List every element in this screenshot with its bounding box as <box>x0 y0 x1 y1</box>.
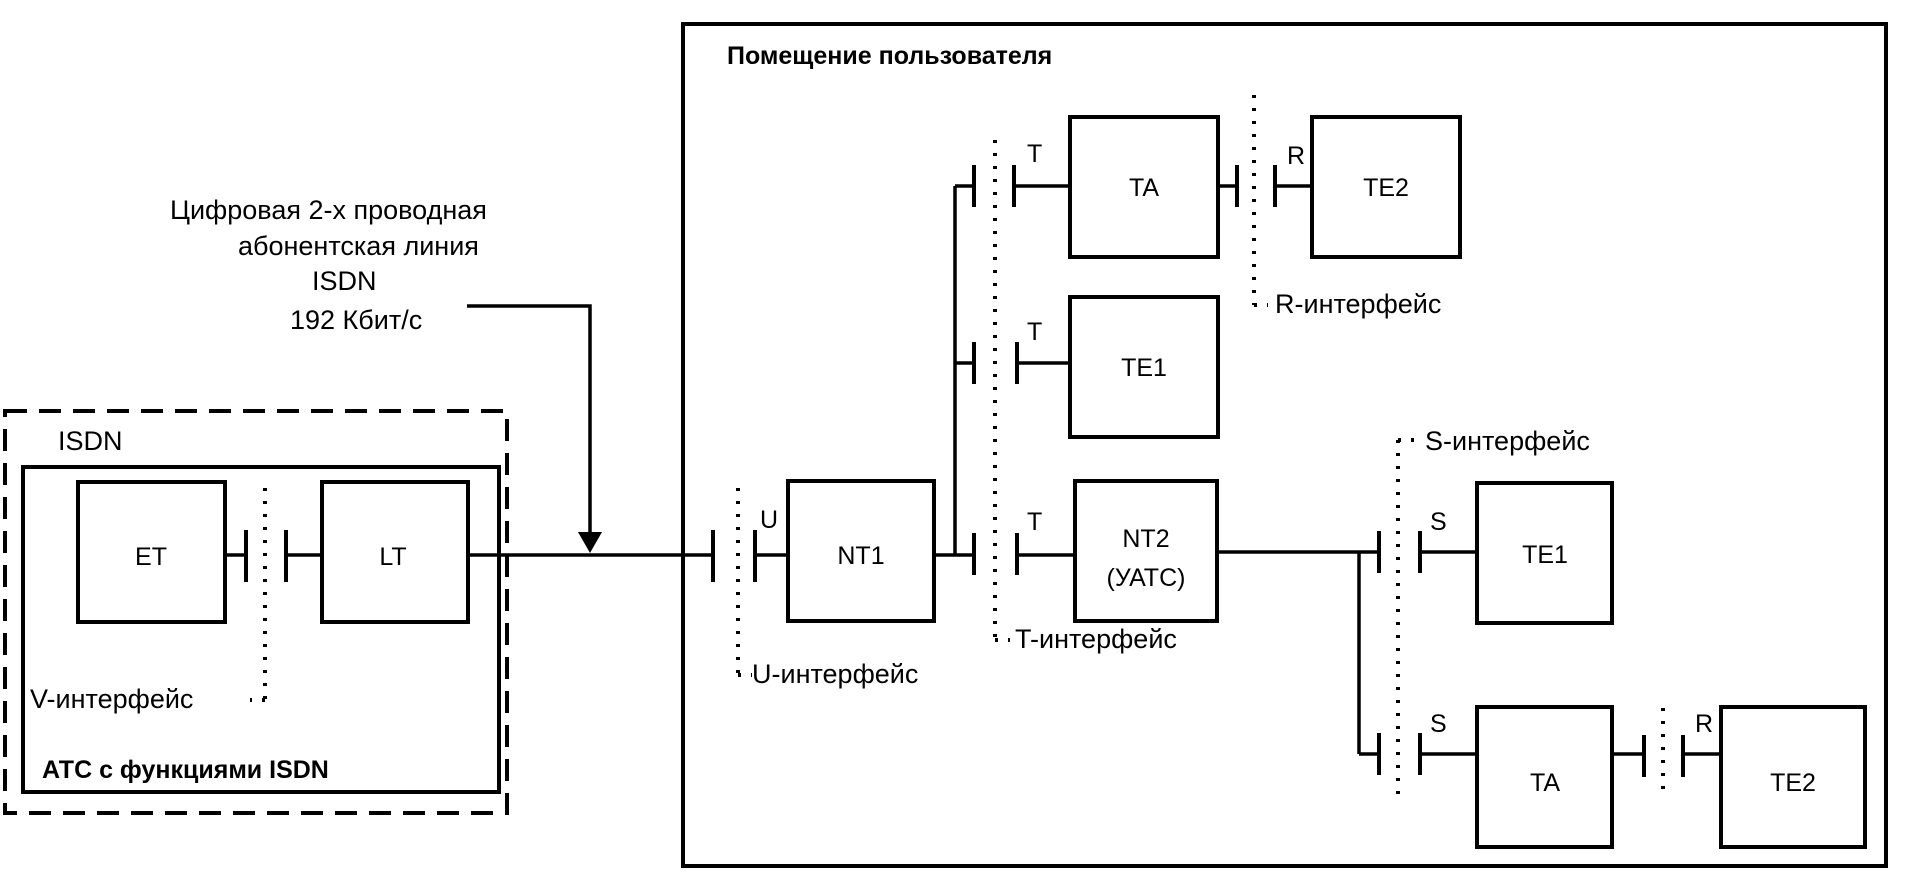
s-point-label-te1: S <box>1430 508 1447 536</box>
annotation-line-3: ISDN <box>312 266 377 296</box>
u-interface-label: U-интерфейс <box>752 659 918 689</box>
lt-block <box>320 480 470 624</box>
s-interface-label: S-интерфейс <box>1425 426 1590 456</box>
et-block <box>76 480 227 624</box>
te2-bottom-label: TE2 <box>1770 769 1816 797</box>
ta-top-label: TA <box>1129 174 1159 202</box>
ta-top-block <box>1068 115 1220 259</box>
nt2-block <box>1073 479 1219 623</box>
user-premises-title: Помещение пользователя <box>727 42 1052 70</box>
ta-bottom-block <box>1475 705 1614 849</box>
ta-bottom-label: TA <box>1530 769 1560 797</box>
t-point-label-mid: T <box>1027 318 1042 346</box>
te1-mid-label: TE1 <box>1121 354 1167 382</box>
r-interface-label: R-интерфейс <box>1275 289 1441 319</box>
te1-mid-block <box>1068 295 1220 439</box>
annotation-line-4: 192 Кбит/с <box>290 305 422 335</box>
exchange-frame <box>21 465 501 794</box>
r-point-label-top: R <box>1287 142 1305 170</box>
nt2-label: NT2 <box>1122 525 1169 553</box>
r-point-label-bottom: R <box>1695 710 1713 738</box>
annotation-line-1: Цифровая 2-х проводная <box>170 195 487 225</box>
exchange-group: ISDN ET LT V-интерфейс АТС с функциями I… <box>3 409 509 815</box>
arrow-down-icon <box>578 532 602 553</box>
te1-right-block <box>1475 481 1614 625</box>
annotation-line-2: абонентская линия <box>238 231 479 261</box>
annotation-pointer-line <box>467 304 592 535</box>
isdn-group-label: ISDN <box>58 426 123 456</box>
te2-top-label: TE2 <box>1363 174 1409 202</box>
v-interface-label: V-интерфейс <box>30 684 193 714</box>
t-point-label-top: T <box>1027 140 1042 168</box>
te2-bottom-block <box>1719 705 1867 849</box>
subscriber-line-annotation: Цифровая 2-х проводная абонентская линия… <box>170 195 602 553</box>
te1-right-label: TE1 <box>1522 541 1568 569</box>
isdn-exchange-dashed-frame <box>3 409 509 815</box>
t-point-label-nt2: T <box>1027 508 1042 536</box>
et-label: ET <box>135 543 167 571</box>
nt2-sublabel: (УАТС) <box>1107 564 1186 592</box>
lt-label: LT <box>379 543 406 571</box>
t-interface-label: T-интерфейс <box>1015 624 1177 654</box>
nt1-label: NT1 <box>837 542 884 570</box>
te2-top-block <box>1310 115 1462 259</box>
nt1-block <box>786 479 936 623</box>
s-point-label-ta: S <box>1430 710 1447 738</box>
user-premises-group: Помещение пользователя U-интерфейс U NT1… <box>681 22 1888 868</box>
user-premises-frame <box>681 22 1888 868</box>
u-point-label: U <box>760 506 778 534</box>
exchange-caption: АТС с функциями ISDN <box>42 756 329 784</box>
